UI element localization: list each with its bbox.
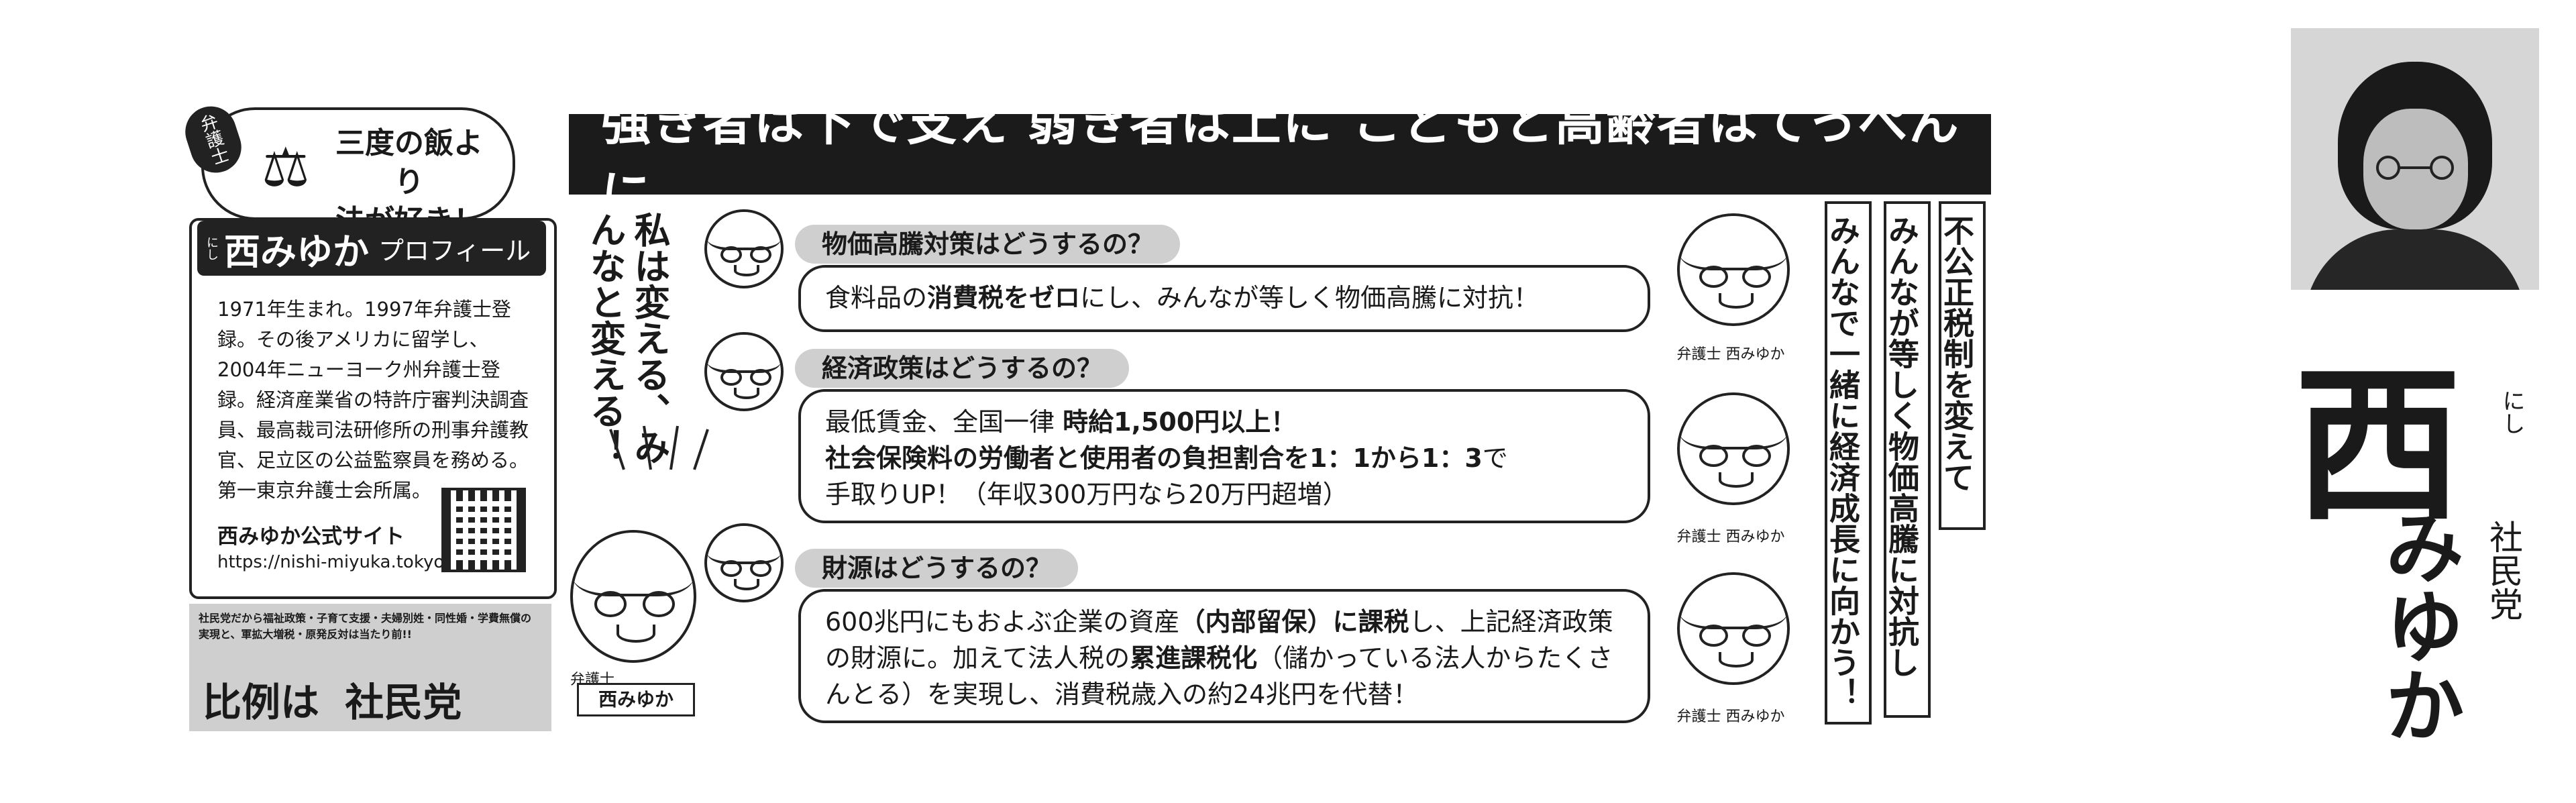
profile-bio: 1971年生まれ。1997年弁護士登録。その後アメリカに留学し、2004年ニュー… (217, 298, 529, 502)
answer-3-text: 600兆円にもおよぶ企業の資産 (825, 607, 1180, 637)
illustration-name: 西みゆか (577, 683, 695, 716)
profile-header: にし 西みゆか プロフィール (197, 221, 546, 276)
pr-prefix: 比例は (203, 680, 320, 725)
question-3: 財源はどうするの？ (795, 549, 1079, 588)
lawyer-caption: 弁護士 西みゆか (1676, 346, 1785, 363)
candidate-party: 社民党 (2484, 520, 2523, 621)
surname-furigana: にし (2498, 389, 2525, 435)
lawyer-face-icon (1677, 572, 1790, 685)
answer-2-bold: 時給1,500円以上！ (1063, 407, 1297, 437)
answer-2: 最低賃金、全国一律 時給1,500円以上！ 社会保険料の労働者と使用者の負担割合… (798, 389, 1650, 523)
answer-1-text: 食料品の (825, 283, 928, 313)
slogan-growth: みんなで一緒に経済成長に向かう！ (1825, 201, 1872, 725)
name-furigana: にし (205, 236, 219, 260)
official-site-url[interactable]: https://nishi-miyuka.tokyo (217, 552, 445, 572)
question-1: 物価高騰対策はどうするの？ (795, 225, 1181, 264)
answer-2-bold: 社会保険料の労働者と使用者の負担割合を1：1から1：3 (825, 443, 1483, 473)
speech-cloud (201, 107, 515, 220)
vertical-slogan: 私は変える、みんなと変える！ (582, 211, 671, 480)
party-policy-note: 社民党だから福祉政策・子育て支援・夫婦別姓・同性婚・学費無償の実現と、軍拡大増税… (199, 612, 532, 641)
slogan-line-1: 私は変える、 (628, 211, 670, 429)
proportional-vote-callout: 比例は 社民党 (203, 671, 462, 727)
citizen-face-icon (704, 523, 784, 602)
question-2: 経済政策はどうするの？ (795, 349, 1130, 388)
lawyer-caption: 弁護士 西みゆか (1676, 708, 1785, 725)
qr-code-icon[interactable] (441, 488, 526, 572)
answer-3-bold: 累進課税化 (1130, 643, 1258, 673)
official-site-label: 西みゆか公式サイト (217, 525, 405, 549)
answer-1: 食料品の消費税をゼロにし、みんなが等しく物価高騰に対抗！ (798, 265, 1650, 332)
citizen-face-icon (704, 332, 784, 411)
slogan-equal-prices: みんなが等しく物価高騰に対抗し (1884, 201, 1931, 718)
slogan-unfair-tax: 不公正税制を変えて (1939, 201, 1986, 530)
answer-1-text: にし、みんなが等しく物価高騰に対抗！ (1080, 283, 1540, 313)
party-box: 社民党だから福祉政策・子育て支援・夫婦別姓・同性婚・学費無償の実現と、軍拡大増税… (189, 604, 551, 731)
answer-3: 600兆円にもおよぶ企業の資産（内部留保）に課税し、上記経済政策の財源に。加えて… (798, 589, 1650, 723)
scales-of-justice-icon: ⚖ (262, 136, 310, 199)
answer-2-text: 最低賃金、全国一律 (825, 407, 1063, 437)
profile-name: 西みゆか (224, 230, 369, 273)
headline-banner: 強き者は下で支え 弱き者は上に こどもと高齢者はてっぺんに (569, 94, 1991, 223)
answer-3-bold: （内部留保）に課税 (1179, 607, 1409, 637)
lawyer-face-icon (1677, 213, 1790, 326)
answer-3-text: （儲かっている法人からたくさんとる）を実現し、消費税歳入の約24兆円を代替！ (825, 643, 1613, 709)
citizen-face-icon (704, 209, 784, 288)
profile-card: にし 西みゆか プロフィール 1971年生まれ。1997年弁護士登録。その後アメ… (189, 218, 557, 599)
answer-2-text: 手取りUP！（年収300万円なら20万円超増） (825, 480, 1348, 509)
answer-2-text: で (1482, 443, 1508, 473)
catchphrase-line-1: 三度の飯より (335, 126, 483, 199)
catchphrase-badge: 弁護士 ⚖ 三度の飯より 法が好き！ (178, 94, 530, 238)
candidate-given-name: みゆか (2371, 506, 2464, 744)
emphasis-rays (609, 425, 709, 470)
candidate-face-icon (570, 530, 696, 663)
lawyer-caption: 弁護士 西みゆか (1676, 529, 1785, 545)
candidate-photo (2291, 28, 2539, 290)
answer-3-text: し、上記経済政策の財源に。加えて法人税の (825, 607, 1613, 673)
candidate-illustration: 弁護士 西みゆか (564, 523, 698, 716)
lawyer-face-icon (1677, 392, 1790, 505)
answer-1-bold: 消費税をゼロ (927, 283, 1081, 313)
pr-party: 社民党 (345, 680, 462, 725)
candidate-surname: 西 (2294, 348, 2462, 543)
profile-heading: プロフィール (378, 235, 531, 266)
